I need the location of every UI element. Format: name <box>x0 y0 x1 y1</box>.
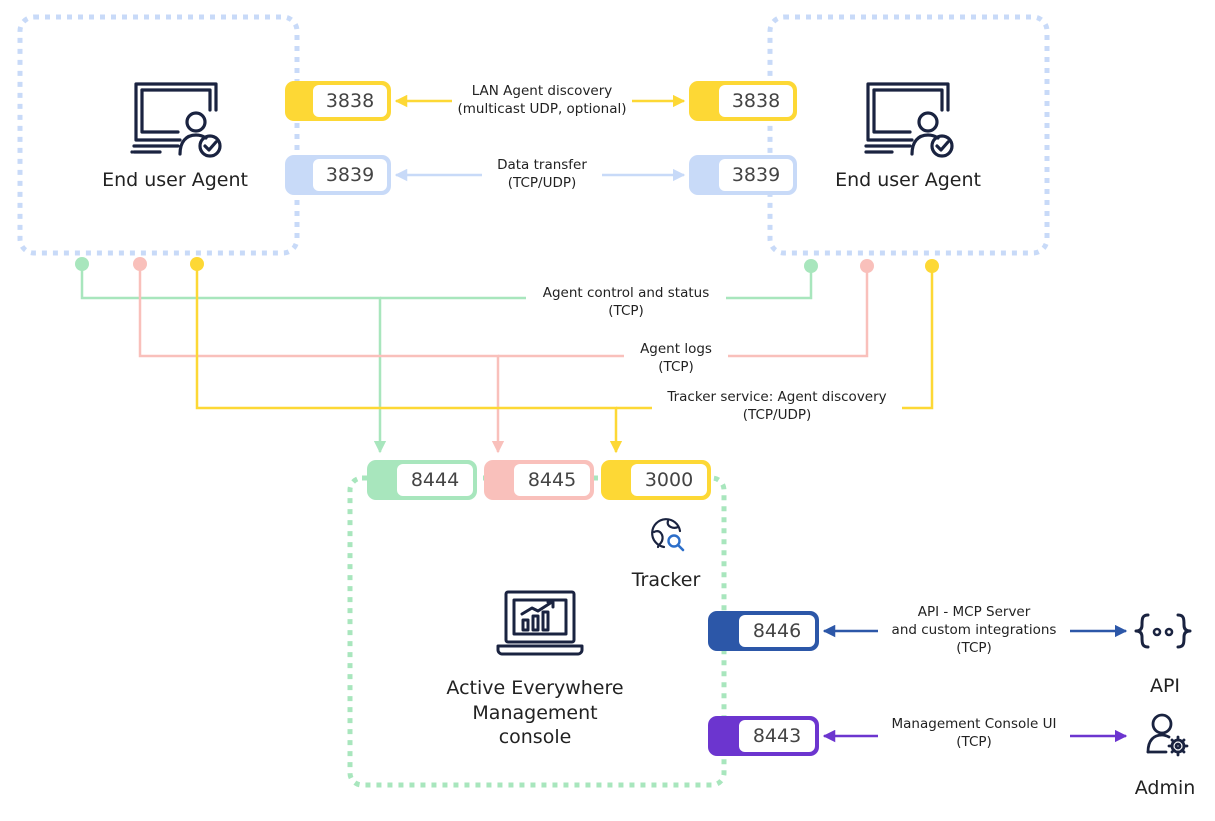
port-3839-right: 3839 <box>689 155 797 195</box>
agent-left-box <box>17 14 300 256</box>
label-line: (TCP) <box>608 303 644 320</box>
port-number: 8446 <box>739 615 815 647</box>
api-title: API <box>1149 675 1181 697</box>
label-line: Data transfer <box>497 157 587 173</box>
label-line: Agent logs <box>640 341 712 357</box>
title-line: Management <box>472 701 598 724</box>
admin-title: Admin <box>1134 777 1196 799</box>
api-braces-icon <box>1134 613 1192 649</box>
control-line-right <box>380 266 813 300</box>
tracker-title: Tracker <box>631 569 701 591</box>
label-line: (TCP) <box>956 734 992 751</box>
label-line: (TCP/UDP) <box>507 175 577 192</box>
port-3838-left: 3838 <box>285 81 391 121</box>
port-number: 8443 <box>739 720 815 752</box>
tracker-dot-left <box>190 257 204 271</box>
tracker-service-label: Tracker service: Agent discovery (TCP/UD… <box>652 388 902 425</box>
api-label: API - MCP Server and custom integrations… <box>878 603 1070 658</box>
port-number: 3839 <box>313 159 387 191</box>
globe-search-icon <box>651 518 685 552</box>
logs-dot-left <box>133 257 147 271</box>
label-line: API - MCP Server <box>917 604 1031 620</box>
port-8445: 8445 <box>484 460 594 500</box>
control-dot-left <box>75 257 89 271</box>
tracker-line-left <box>195 264 623 454</box>
console-ui-label: Management Console UI (TCP) <box>878 715 1070 752</box>
port-8446: 8446 <box>708 611 819 651</box>
port-number: 3839 <box>719 159 793 191</box>
agent-control-label: Agent control and status (TCP) <box>526 284 726 321</box>
port-number: 3838 <box>719 85 793 117</box>
title-line: console <box>498 726 572 749</box>
port-number: 8444 <box>397 464 473 496</box>
agent-right-box <box>767 14 1050 256</box>
computer-user-check-icon <box>130 82 222 158</box>
data-transfer-label: Data transfer (TCP/UDP) <box>482 156 602 193</box>
logs-dot-right <box>860 259 874 273</box>
computer-user-check-icon <box>864 82 954 158</box>
port-8443: 8443 <box>708 716 819 756</box>
label-line: (TCP) <box>956 640 992 657</box>
label-line: (TCP) <box>658 359 694 376</box>
admin-gear-icon <box>1146 713 1189 757</box>
port-3839-left: 3839 <box>285 155 391 195</box>
port-number: 8445 <box>514 464 590 496</box>
label-line: (multicast UDP, optional) <box>457 101 627 118</box>
agent-right-title: End user Agent <box>835 169 981 191</box>
agent-left-title: End user Agent <box>102 169 248 191</box>
port-number: 3000 <box>631 464 707 496</box>
label-line: and custom integrations <box>891 622 1057 639</box>
port-8444: 8444 <box>367 460 477 500</box>
label-line: Tracker service: Agent discovery <box>667 389 887 405</box>
control-line-left <box>80 264 387 454</box>
label-line: Agent control and status <box>542 285 710 301</box>
management-console-title: Active Everywhere Management console <box>420 676 650 750</box>
tracker-dot-right <box>925 259 939 273</box>
logs-line-right <box>498 266 869 358</box>
lan-discovery-label: LAN Agent discovery (multicast UDP, opti… <box>452 82 632 119</box>
title-line: Active Everywhere <box>446 677 624 699</box>
agent-logs-label: Agent logs (TCP) <box>624 340 728 377</box>
laptop-chart-icon <box>496 590 584 656</box>
label-line: (TCP/UDP) <box>742 407 812 424</box>
port-number: 3838 <box>313 85 387 117</box>
label-line: Management Console UI <box>891 716 1057 732</box>
label-line: LAN Agent discovery <box>471 83 613 99</box>
port-3838-right: 3838 <box>689 81 797 121</box>
control-dot-right <box>804 259 818 273</box>
logs-line-left <box>138 264 505 454</box>
port-3000: 3000 <box>601 460 711 500</box>
